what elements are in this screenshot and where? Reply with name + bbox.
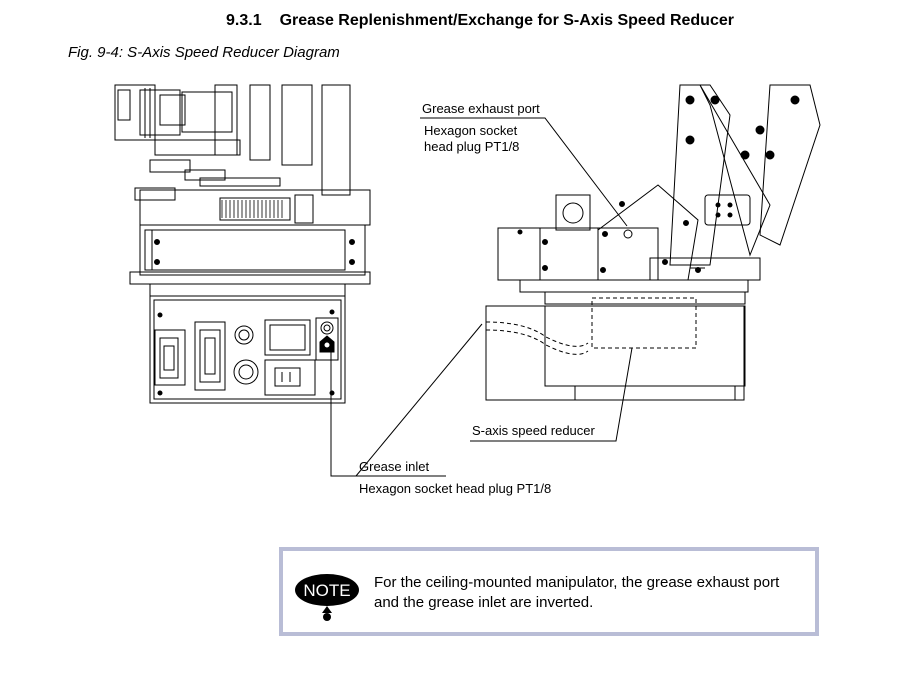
side-view (485, 84, 821, 401)
note-text: For the ceiling-mounted manipulator, the… (374, 574, 780, 611)
speed-reducer-diagram: Grease exhaust port Hexagon socket head … (114, 84, 821, 496)
section-number: 9.3.1 (226, 12, 262, 29)
leader-lines (330, 117, 633, 477)
front-view (114, 84, 371, 404)
section-title: 9.3.1 Grease Replenishment/Exchange for S… (226, 12, 734, 30)
note-box: NOTE For the ceiling-mounted manipulator… (279, 547, 819, 636)
label-exhaust-plug-2: head plug PT1/8 (424, 139, 519, 154)
label-exhaust-plug-1: Hexagon socket (424, 123, 518, 138)
note-icon-text: NOTE (303, 581, 350, 600)
label-inlet-plug: Hexagon socket head plug PT1/8 (359, 481, 551, 496)
label-speed-reducer: S-axis speed reducer (472, 423, 596, 438)
note-icon: NOTE (295, 574, 359, 621)
figure-caption: Fig. 9-4: S-Axis Speed Reducer Diagram (68, 44, 340, 61)
label-exhaust-port: Grease exhaust port (422, 101, 540, 116)
section-heading: Grease Replenishment/Exchange for S-Axis… (279, 12, 734, 29)
label-grease-inlet: Grease inlet (359, 459, 429, 474)
